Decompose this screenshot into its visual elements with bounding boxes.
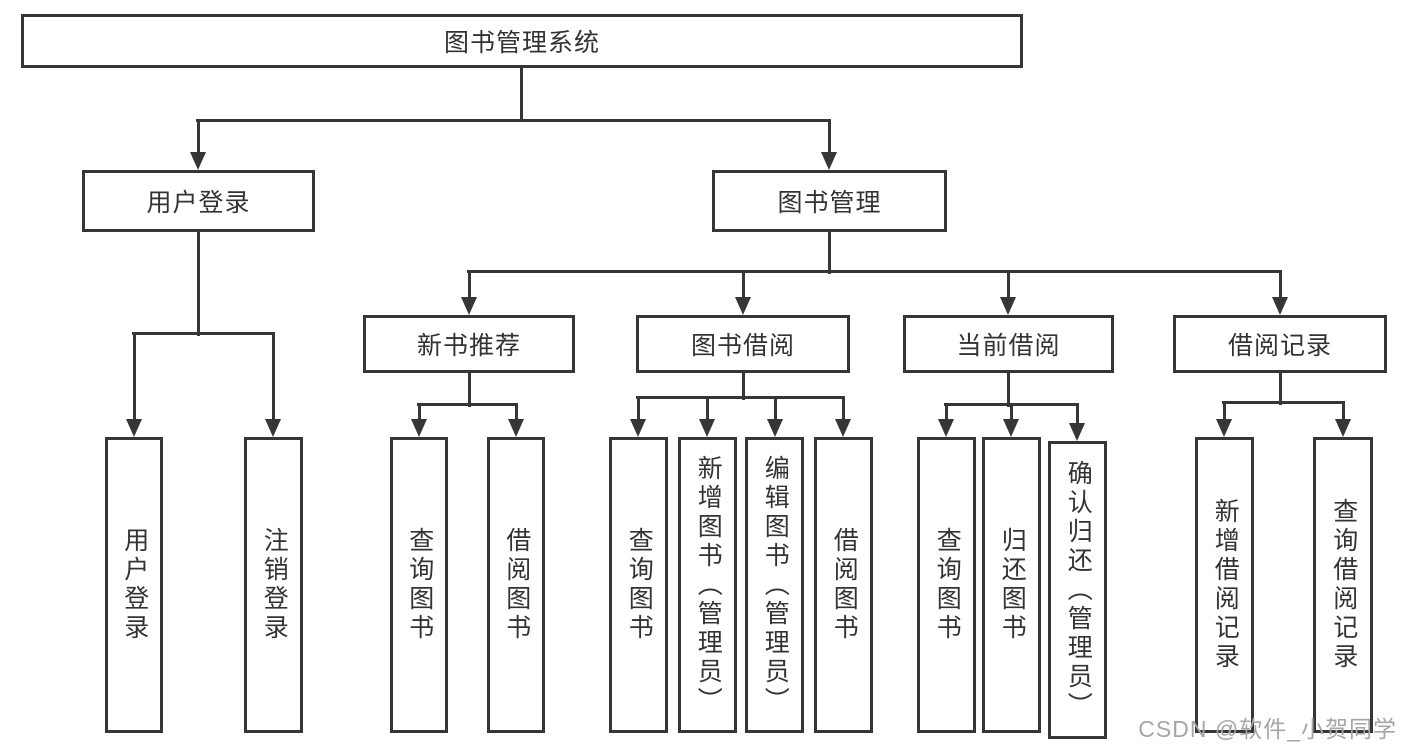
- leaf-add-book-admin: 新增图书（管理员）: [678, 437, 737, 733]
- arrow-stem: [1278, 271, 1282, 299]
- leaf-query-books-current-label: 查询图书: [933, 527, 962, 643]
- leaf-query-books-current: 查询图书: [917, 437, 976, 733]
- leaf-confirm-return-admin: 确认归还（管理员）: [1048, 441, 1107, 739]
- leaf-logout-label: 注销登录: [260, 527, 289, 643]
- arrow-down-icon: [461, 297, 477, 315]
- node-user-login: 用户登录: [82, 170, 315, 232]
- connector-line: [1006, 373, 1010, 407]
- arrow-stem: [741, 271, 745, 299]
- leaf-query-borrow-record-label: 查询借阅记录: [1329, 498, 1358, 672]
- arrow-stem: [196, 120, 200, 154]
- leaf-borrow-books-borrowing: 借阅图书: [814, 437, 873, 733]
- leaf-borrow-books-borrowing-label: 借阅图书: [830, 527, 859, 643]
- leaf-query-books-borrowing-label: 查询图书: [625, 527, 654, 643]
- arrow-down-icon: [1335, 419, 1351, 437]
- leaf-borrow-books-recommend: 借阅图书: [487, 437, 545, 733]
- arrow-stem: [827, 120, 831, 154]
- leaf-query-books-borrowing: 查询图书: [609, 437, 668, 733]
- node-borrowing-records: 借阅记录: [1173, 315, 1387, 373]
- arrow-stem: [1009, 404, 1013, 421]
- arrow-stem: [705, 397, 709, 421]
- leaf-return-books: 归还图书: [982, 437, 1041, 733]
- leaf-user-login-label: 用户登录: [120, 527, 149, 643]
- node-book-borrowing: 图书借阅: [636, 315, 850, 373]
- leaf-confirm-return-admin-label: 确认归还（管理员）: [1064, 459, 1093, 721]
- arrow-down-icon: [411, 419, 427, 437]
- arrow-down-icon: [265, 419, 281, 437]
- leaf-query-borrow-record: 查询借阅记录: [1313, 437, 1373, 733]
- arrow-down-icon: [735, 297, 751, 315]
- arrow-down-icon: [1000, 297, 1016, 315]
- connector-line: [636, 395, 845, 399]
- leaf-user-login: 用户登录: [105, 437, 163, 733]
- arrow-down-icon: [630, 419, 646, 437]
- leaf-query-books-recommend: 查询图书: [390, 437, 448, 733]
- node-current-borrowing-label: 当前借阅: [956, 332, 1061, 360]
- connector-line: [519, 68, 523, 122]
- connector-line: [417, 402, 518, 406]
- arrow-down-icon: [508, 419, 524, 437]
- arrow-stem: [417, 404, 421, 421]
- leaf-edit-book-admin-label: 编辑图书（管理员）: [761, 454, 790, 716]
- arrow-stem: [271, 333, 275, 421]
- arrow-stem: [841, 397, 845, 421]
- arrow-down-icon: [767, 419, 783, 437]
- connector-line: [196, 232, 200, 336]
- arrow-down-icon: [835, 419, 851, 437]
- arrow-down-icon: [699, 419, 715, 437]
- leaf-add-book-admin-label: 新增图书（管理员）: [694, 454, 723, 716]
- arrow-stem: [944, 404, 948, 421]
- arrow-down-icon: [938, 419, 954, 437]
- leaf-borrow-books-recommend-label: 借阅图书: [502, 527, 531, 643]
- leaf-add-borrow-record-label: 新增借阅记录: [1211, 498, 1240, 672]
- node-book-management-label: 图书管理: [777, 189, 882, 217]
- arrow-stem: [514, 404, 518, 421]
- node-user-login-label: 用户登录: [146, 189, 251, 217]
- leaf-return-books-label: 归还图书: [998, 527, 1027, 643]
- arrow-down-icon: [1272, 297, 1288, 315]
- arrow-stem: [132, 333, 136, 421]
- connector-line: [827, 232, 831, 274]
- arrow-stem: [636, 397, 640, 421]
- arrow-stem: [773, 397, 777, 421]
- node-borrowing-records-label: 借阅记录: [1227, 332, 1332, 360]
- leaf-add-borrow-record: 新增借阅记录: [1195, 437, 1254, 733]
- leaf-edit-book-admin: 编辑图书（管理员）: [745, 437, 804, 733]
- arrow-down-icon: [190, 152, 206, 170]
- arrow-down-icon: [1216, 419, 1232, 437]
- connector-line: [467, 269, 1282, 273]
- arrow-down-icon: [1003, 419, 1019, 437]
- leaf-query-books-recommend-label: 查询图书: [405, 527, 434, 643]
- node-book-borrowing-label: 图书借阅: [690, 332, 795, 360]
- node-root-label: 图书管理系统: [443, 29, 600, 57]
- node-current-borrowing: 当前借阅: [903, 315, 1114, 373]
- arrow-stem: [1075, 404, 1079, 425]
- arrow-down-icon: [1069, 423, 1085, 441]
- arrow-down-icon: [821, 152, 837, 170]
- arrow-down-icon: [126, 419, 142, 437]
- arrow-stem: [1006, 271, 1010, 299]
- connector-line: [467, 373, 471, 407]
- connector-line: [741, 373, 745, 400]
- connector-line: [196, 118, 831, 122]
- connector-line: [1222, 400, 1345, 404]
- arrow-stem: [467, 271, 471, 299]
- node-new-book-recommend: 新书推荐: [363, 315, 575, 373]
- leaf-logout: 注销登录: [244, 437, 303, 733]
- connector-line: [132, 331, 275, 335]
- node-book-management: 图书管理: [712, 170, 947, 232]
- arrow-stem: [1222, 402, 1226, 421]
- connector-line: [1278, 373, 1282, 405]
- node-root: 图书管理系统: [21, 14, 1023, 68]
- arrow-stem: [1341, 402, 1345, 421]
- node-new-book-recommend-label: 新书推荐: [416, 332, 521, 360]
